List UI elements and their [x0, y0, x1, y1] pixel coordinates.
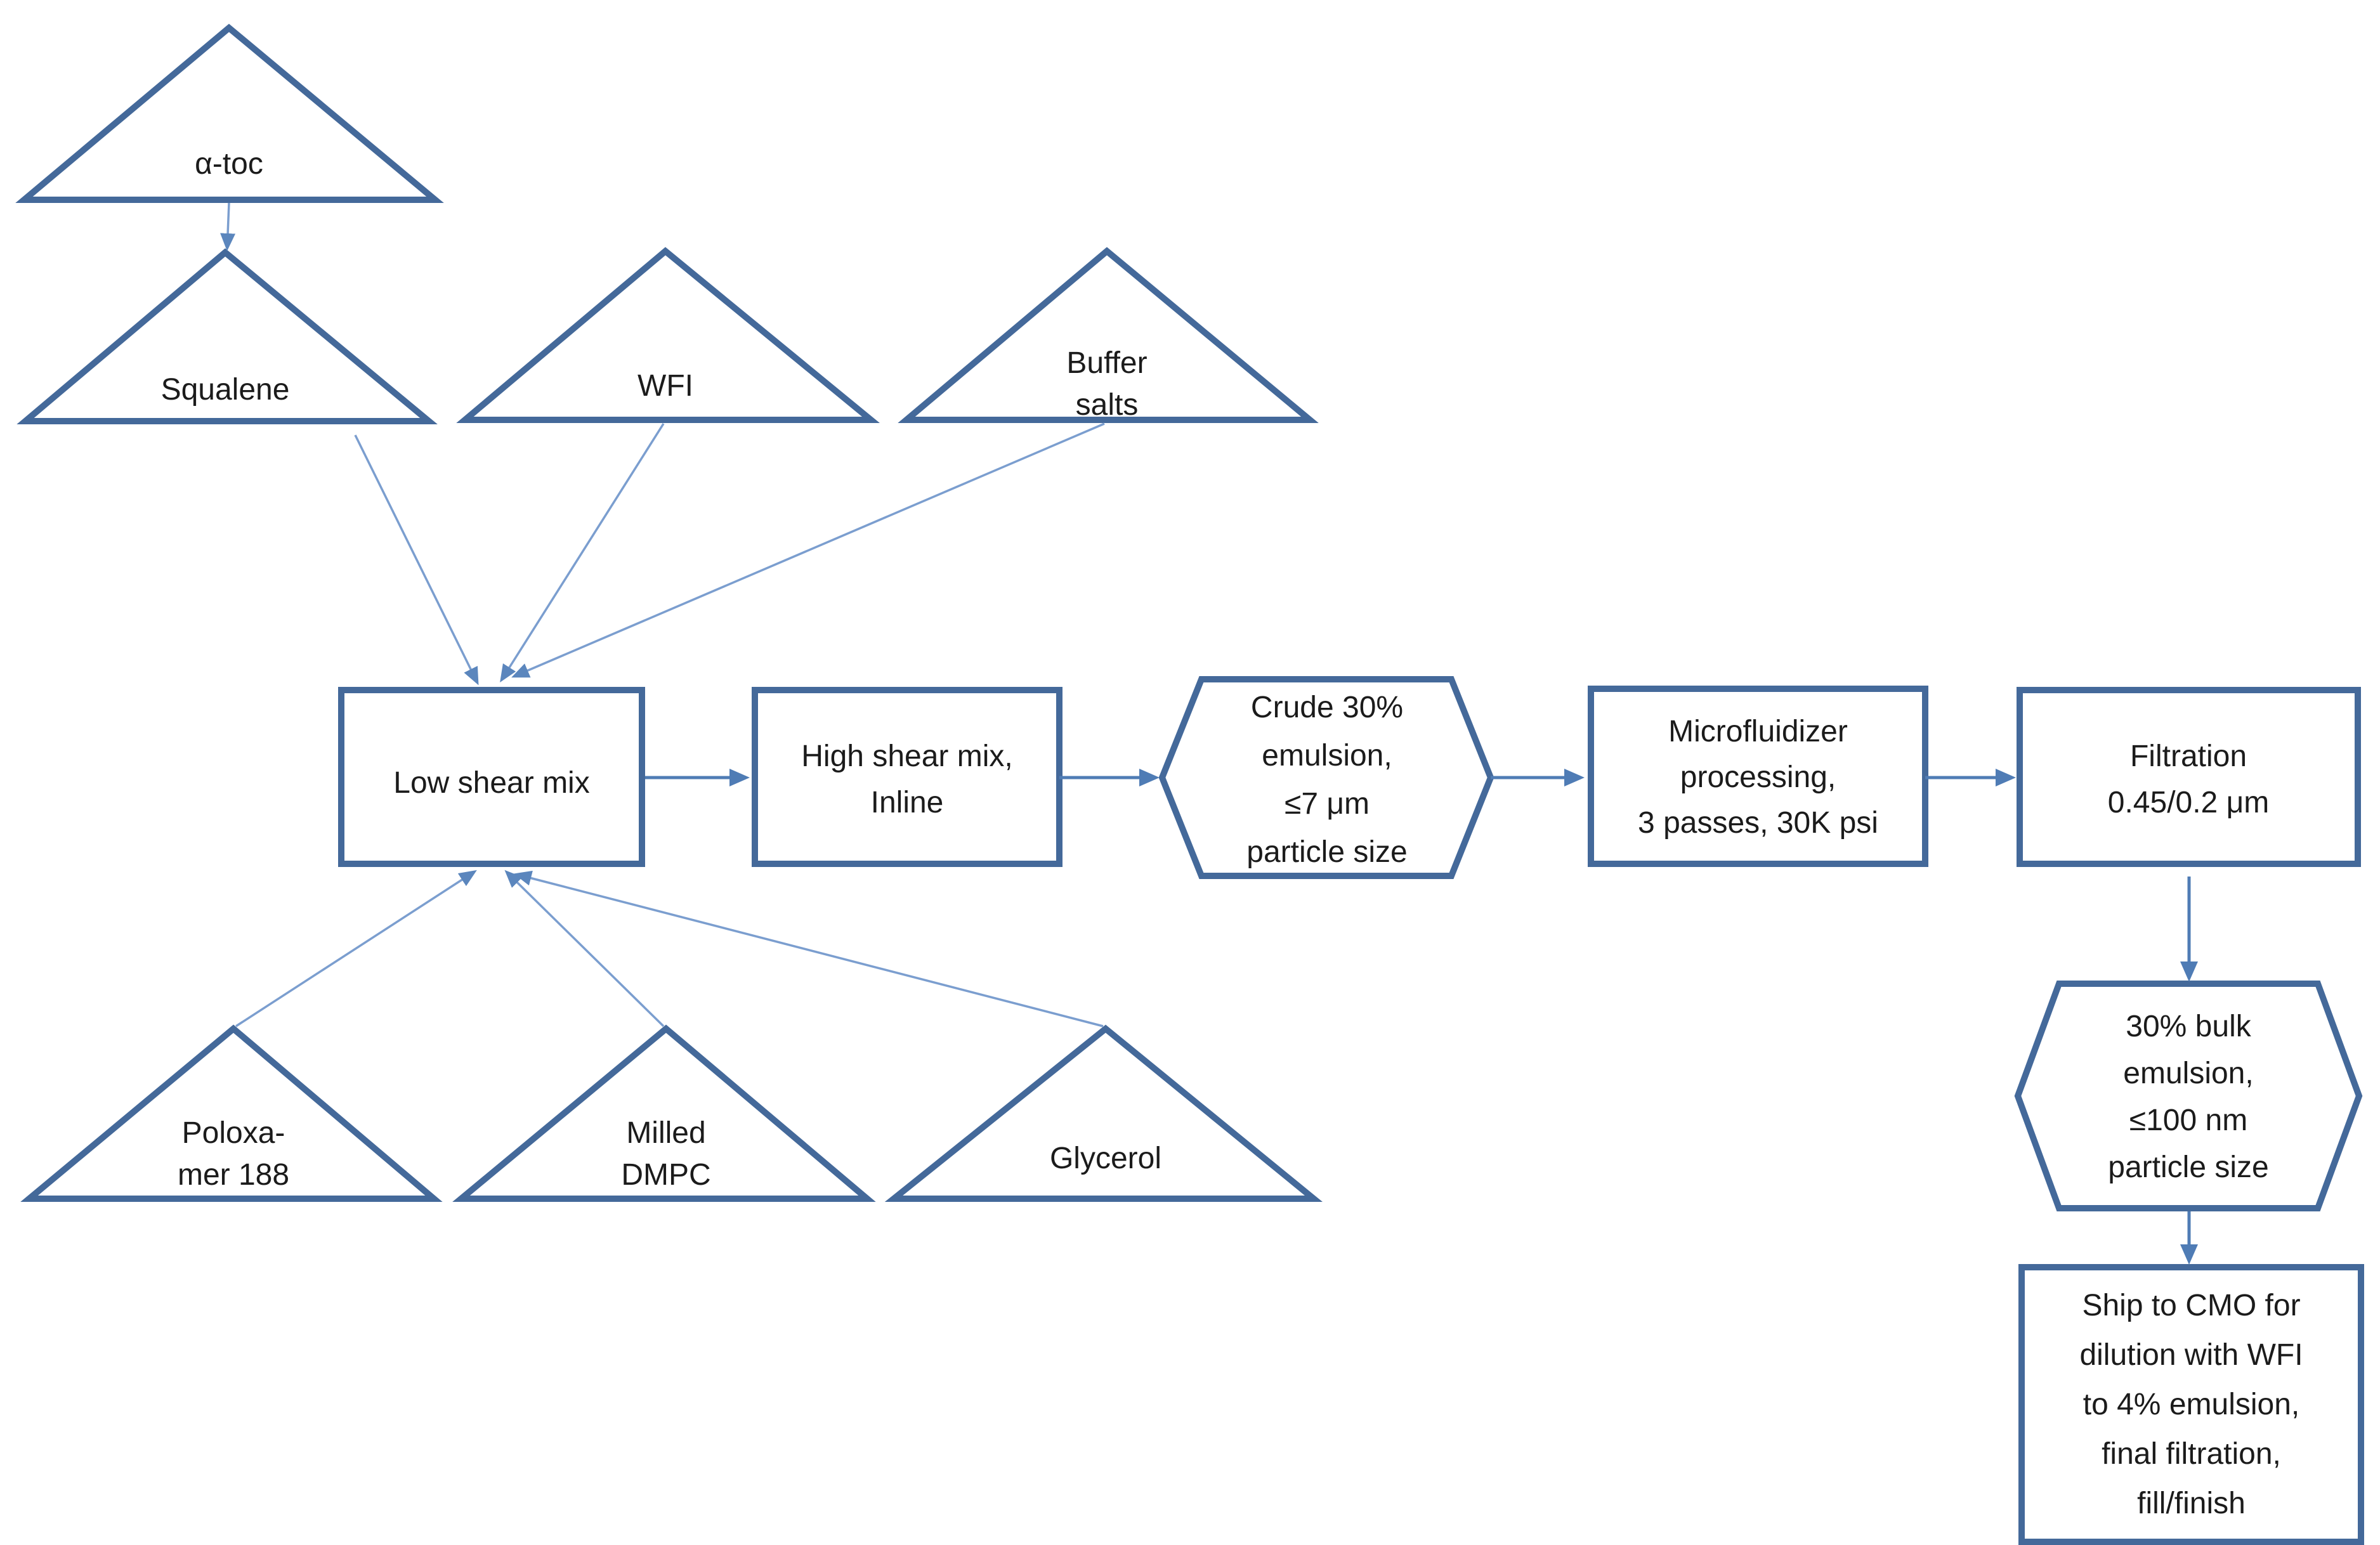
- label-microfluidizer: Microfluidizer processing, 3 passes, 30K…: [1604, 709, 1913, 846]
- arrow-alpha-toc-to-squalene: [220, 202, 236, 251]
- arrow-wfi-to-low-shear: [500, 423, 665, 682]
- label-line: ≤100 nm: [2129, 1104, 2248, 1137]
- label-line: particle size: [1246, 835, 1408, 869]
- label-bulk-emulsion: 30% bulk emulsion, ≤100 nm particle size: [2055, 1003, 2322, 1191]
- label-alpha-toc: α-toc: [195, 147, 263, 181]
- triangle-alpha-toc: [15, 23, 444, 203]
- label-line: fill/finish: [2137, 1487, 2246, 1520]
- ingredient-arrows: [220, 202, 1105, 1027]
- label-line: emulsion,: [2123, 1057, 2254, 1090]
- label-line: to 4% emulsion,: [2082, 1388, 2300, 1421]
- label-line: 0.45/0.2 μm: [2107, 786, 2270, 819]
- label-line: Microfluidizer: [1668, 715, 1848, 748]
- label-milled-dmpc: Milled DMPC: [552, 1112, 780, 1196]
- label-line: processing,: [1680, 760, 1836, 794]
- triangle-wfi: [456, 247, 880, 423]
- label-line: Crude 30%: [1250, 691, 1404, 724]
- triangle-milled-dmpc: [452, 1024, 876, 1202]
- box-low-shear-mix: [338, 687, 645, 867]
- label-buffer-salts: Buffer salts: [993, 342, 1221, 426]
- label-high-shear-mix: High shear mix, Inline: [761, 733, 1053, 826]
- label-filtration: Filtration 0.45/0.2 μm: [2036, 733, 2341, 826]
- label-line: Buffer: [1066, 346, 1148, 380]
- label-line: dilution with WFI: [2079, 1338, 2303, 1372]
- label-line: High shear mix,: [801, 740, 1013, 773]
- label-line: emulsion,: [1262, 739, 1392, 772]
- process-flow-arrows: [645, 769, 2198, 1265]
- label-glycerol: Glycerol: [1049, 1142, 1162, 1175]
- triangle-squalene: [16, 248, 438, 424]
- triangle-glycerol: [884, 1024, 1323, 1202]
- label-line: 30% bulk: [2126, 1010, 2251, 1043]
- arrow-buffer-salts-to-low-shear: [511, 422, 1105, 678]
- label-line: Ship to CMO for: [2082, 1289, 2301, 1322]
- label-line: salts: [1075, 388, 1139, 422]
- arrow-squalene-to-low-shear: [354, 434, 479, 686]
- label-ship-to-cmo: Ship to CMO for dilution with WFI to 4% …: [2041, 1281, 2342, 1529]
- label-poloxamer: Poloxa- mer 188: [119, 1112, 348, 1196]
- box-ship-to-cmo: [2018, 1264, 2364, 1545]
- arrow-glycerol-to-low-shear: [513, 870, 1104, 1027]
- label-line: Inline: [870, 786, 944, 819]
- label-wfi: WFI: [638, 369, 693, 403]
- label-crude-emulsion: Crude 30% emulsion, ≤7 μm particle size: [1194, 684, 1460, 877]
- label-line: 3 passes, 30K psi: [1638, 806, 1878, 840]
- arrow-poloxamer-to-low-shear: [235, 870, 477, 1027]
- label-line: Poloxa-: [181, 1116, 285, 1150]
- triangle-buffer-salts: [898, 247, 1319, 423]
- hexagon-bulk-emulsion: [2014, 981, 2363, 1211]
- label-squalene: Squalene: [160, 373, 290, 407]
- label-line: particle size: [2108, 1151, 2269, 1184]
- label-line: Filtration: [2129, 740, 2247, 773]
- label-line: mer 188: [177, 1158, 290, 1192]
- label-line: final filtration,: [2102, 1437, 2281, 1471]
- triangle-poloxamer: [20, 1024, 443, 1202]
- shape-outlines: [15, 23, 2364, 1545]
- label-line: DMPC: [621, 1158, 711, 1192]
- label-line: ≤7 μm: [1284, 787, 1370, 821]
- label-low-shear-mix: Low shear mix: [393, 766, 590, 800]
- arrow-milled-dmpc-to-low-shear: [504, 870, 665, 1027]
- box-filtration: [2017, 687, 2361, 867]
- label-line: Milled: [626, 1116, 706, 1150]
